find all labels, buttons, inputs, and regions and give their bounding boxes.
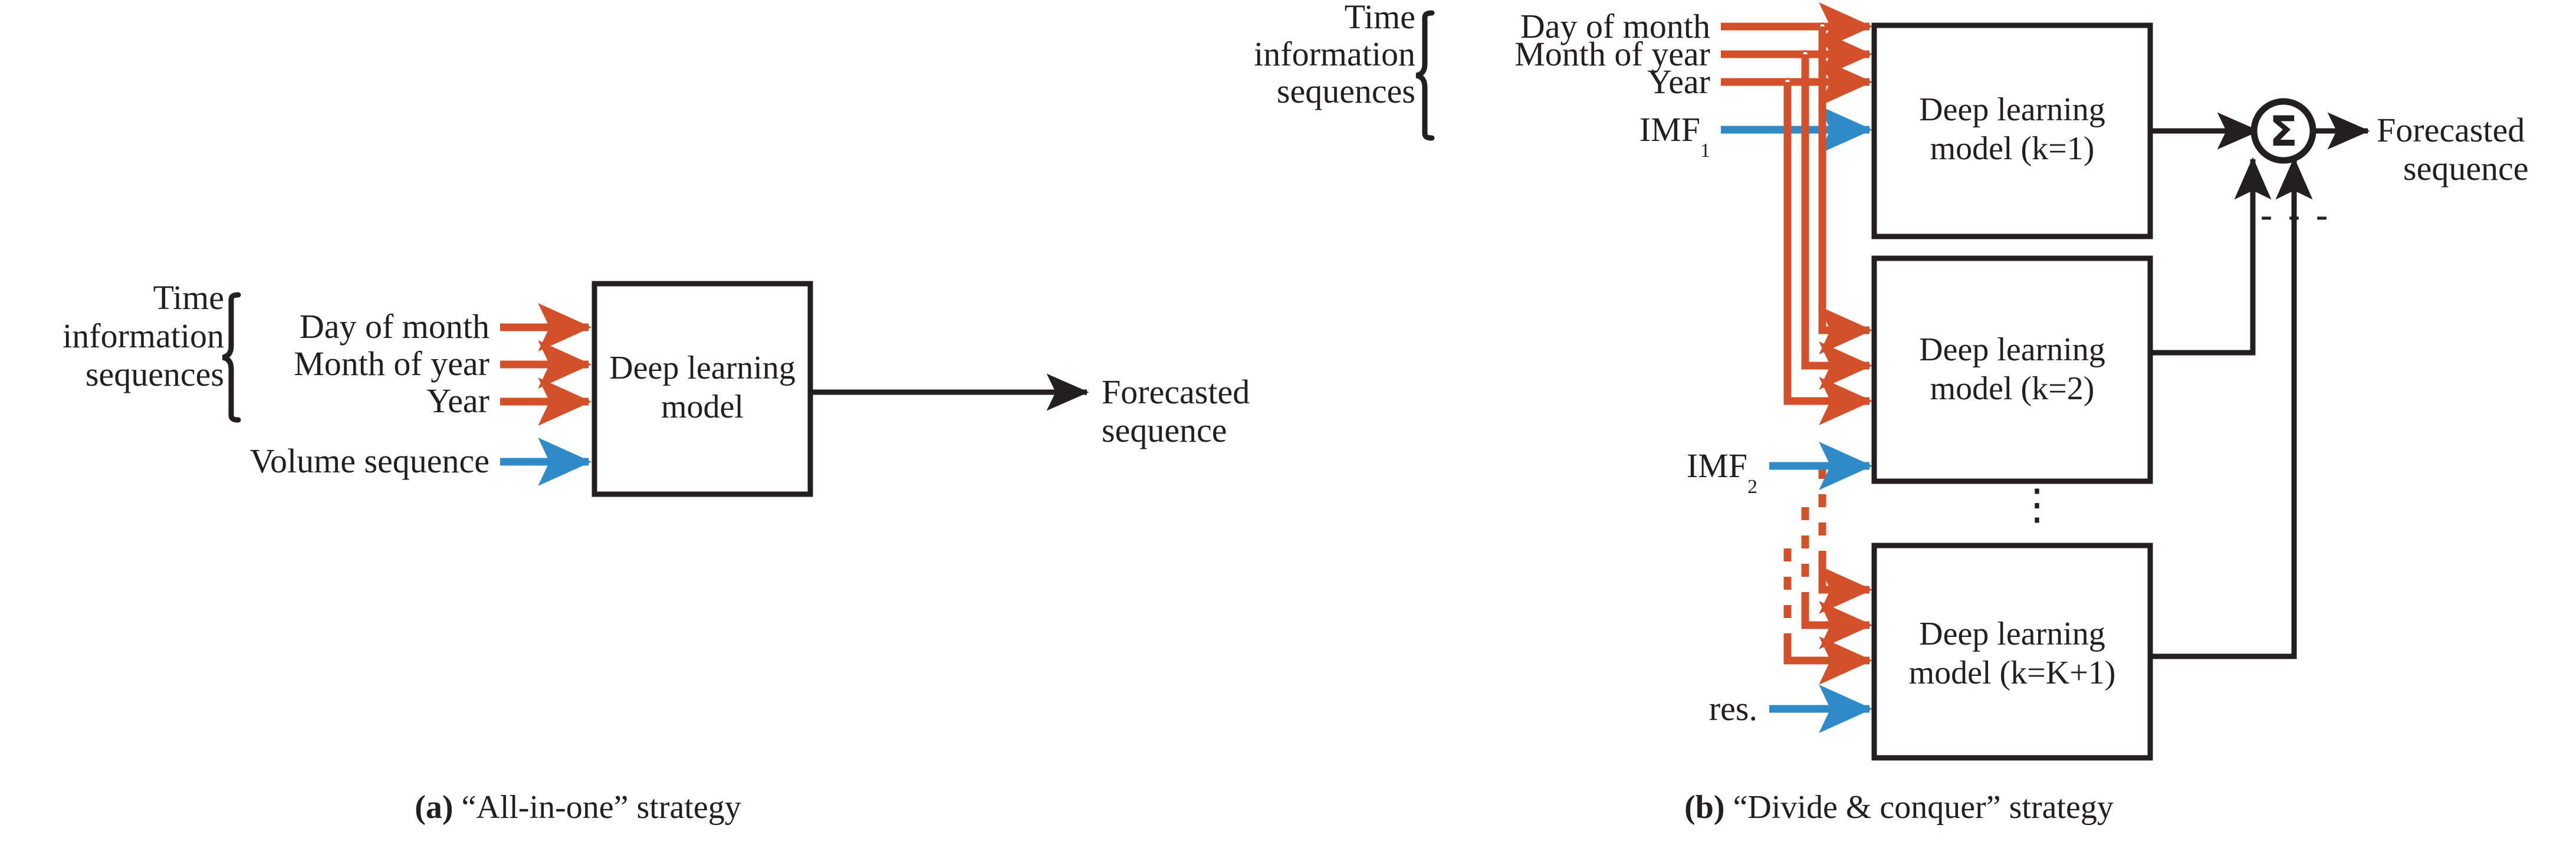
summation-sigma-symbol: Σ xyxy=(2269,107,2298,156)
panel-a-model-box-label-line2: model xyxy=(661,389,744,425)
panel-b-group-label-line1: Time xyxy=(1344,0,1415,36)
model-stack-vertical-ellipsis-icon: ⋮ xyxy=(2016,481,2058,528)
panel-a-group-label-line1: Time xyxy=(153,278,224,317)
panel-a-caption: (a) “All-in-one” strategy xyxy=(313,791,843,824)
panel-b-model-box-2 xyxy=(1871,255,2153,484)
panel-a-caption-text: “All-in-one” strategy xyxy=(461,789,741,826)
panel-b-component-arrows xyxy=(1769,442,1873,733)
panel-a-input-year: Year xyxy=(426,382,489,420)
panel-b-input-imf2-sub: 2 xyxy=(1747,475,1757,498)
panel-a-model-box-label-line1: Deep learning xyxy=(609,350,796,386)
panel-b-input-imf2: IMF2 xyxy=(1510,446,1757,497)
panel-b-input-res: res. xyxy=(1708,689,1757,728)
panel-a-model-box xyxy=(592,281,813,497)
panel-b-input-year: Year xyxy=(1647,63,1710,101)
panel-a-group-label-line3: sequences xyxy=(85,355,224,393)
panel-b-output-label-line1: Forecasted xyxy=(2377,111,2525,149)
panel-b-model-box-3-line2: model (k=K+1) xyxy=(1908,655,2116,691)
panel-b-box3-to-sum xyxy=(2150,157,2313,659)
panel-b-group-label-line3: sequences xyxy=(1276,72,1415,110)
panel-b-input-day-of-month: Day of month xyxy=(1520,7,1710,45)
panel-a-input-month-of-year: Month of year xyxy=(294,344,489,383)
panel-b-model-box-1 xyxy=(1871,22,2153,239)
panel-b-input-month-of-year: Month of year xyxy=(1514,35,1710,73)
summation-inputs-horizontal-ellipsis-icon: - - - xyxy=(2260,195,2331,234)
panel-b-model-box-1-line2: model (k=1) xyxy=(1930,130,2095,167)
panel-a-input-volume-sequence: Volume sequence xyxy=(249,442,489,480)
panel-b-model-box-2-line1: Deep learning xyxy=(1919,331,2105,368)
panel-b-time-routing-box3 xyxy=(1783,551,1873,685)
panel-b-box2-to-sum xyxy=(2150,157,2272,356)
panel-b-model-box-3 xyxy=(1871,543,2153,761)
panel-b-input-imf1-sub: 1 xyxy=(1700,139,1710,162)
panel-b-input-imf1: IMF1 xyxy=(1510,110,1710,161)
panel-a-group-label-line2: information xyxy=(63,317,224,355)
panel-b-model-box-1-line1: Deep learning xyxy=(1919,91,2105,128)
panel-b-model-box-2-line2: model (k=2) xyxy=(1930,370,2095,407)
panel-b-input-imf2-base: IMF xyxy=(1686,446,1747,485)
panel-a-output-label-line1: Forecasted xyxy=(1102,373,1250,411)
panel-b-caption: (b) “Divide & conquer” strategy xyxy=(1545,791,2253,824)
panel-b-input-imf1-base: IMF xyxy=(1639,110,1700,149)
panel-a-input-arrows xyxy=(500,303,592,486)
panel-b-group-label-line2: information xyxy=(1254,35,1415,73)
panel-b-model-box-3-line1: Deep learning xyxy=(1919,616,2105,652)
panel-a-input-day-of-month: Day of month xyxy=(299,307,489,346)
panel-b-output-label-line2: sequence xyxy=(2403,149,2529,188)
panel-b-time-arrows-box1 xyxy=(1721,2,1873,154)
panel-b-time-routing-box2 xyxy=(1783,27,1873,425)
panel-b-caption-marker: (b) xyxy=(1684,789,1733,826)
panel-a-brace xyxy=(222,292,241,423)
panel-b-brace xyxy=(1415,10,1435,141)
panel-a-output-label-line2: sequence xyxy=(1102,411,1227,449)
panel-a-caption-marker: (a) xyxy=(415,789,462,826)
panel-b-caption-text: “Divide & conquer” strategy xyxy=(1733,789,2114,826)
